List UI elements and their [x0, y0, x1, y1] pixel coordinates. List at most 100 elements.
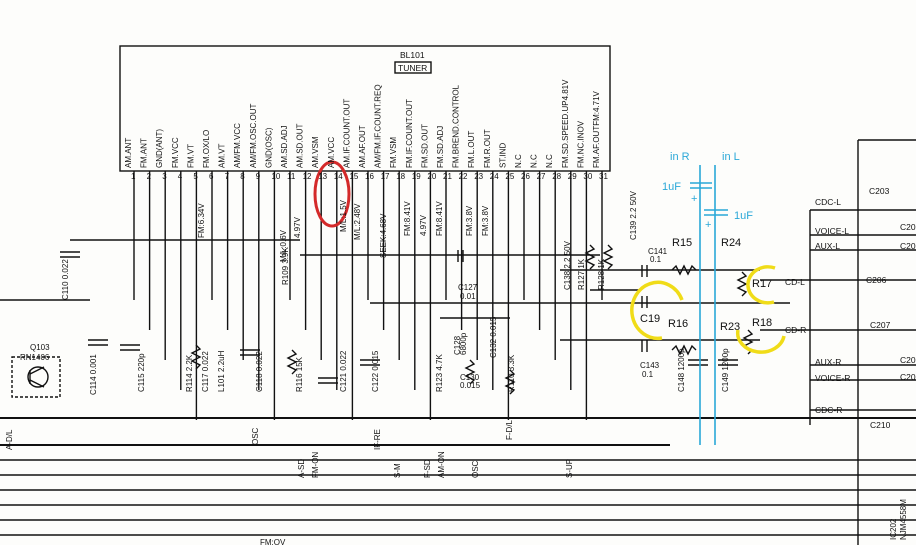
pin-19-name: FM.IF.COUNT.OUT [405, 99, 414, 168]
pin-6-name: FM.OX/LO [202, 130, 211, 168]
component-label: C110 0.022 [61, 259, 70, 300]
component-label: R114 2.2K [185, 354, 194, 392]
r23-label: R23 [720, 321, 740, 333]
voltage-label: FM:3.8V [465, 205, 474, 236]
component-label: C114 0.001 [89, 354, 98, 395]
connector-label: C20 [900, 355, 916, 365]
pin-21-number: 21 [443, 172, 452, 181]
voltage-label: SEEK:4.68V [379, 213, 388, 258]
component-label: R110 3.3K [507, 354, 516, 392]
ic-name: TUNER [398, 63, 427, 73]
pin-26-name: N.C [514, 154, 523, 168]
pin-22-number: 22 [459, 172, 468, 181]
pin-17-name: AM/FM.IF.COUNT.REQ [374, 84, 383, 168]
signal-label: OSC [251, 427, 260, 445]
connector-label: CD-L [785, 277, 805, 287]
r16-label: R16 [668, 318, 688, 330]
pin-2-number: 2 [147, 172, 152, 181]
connector-label: C20 [900, 372, 916, 382]
component-label: C122 0.015 [371, 350, 380, 392]
connector-label: CDC-R [815, 405, 842, 415]
component-label: 0.1 [650, 255, 662, 264]
pin-1-name: AM.ANT [124, 138, 133, 168]
pin-2-name: FM.ANT [140, 138, 149, 168]
signal-label: A-D/L [5, 429, 14, 450]
pin-4-name: FM.VCC [171, 137, 180, 168]
pin-labels: AM.ANT1FM.ANT2GND(ANT)3FM.VCC4FM.VT5FM.O… [124, 79, 608, 262]
component-label: IC202 [889, 518, 898, 540]
pin-15-number: 15 [349, 172, 358, 181]
connector-label: C20 [900, 222, 916, 232]
pin-16-number: 16 [365, 172, 374, 181]
pin-8-number: 8 [240, 172, 245, 181]
component-label: R123 4.7K [435, 354, 444, 392]
pin-1-number: 1 [131, 172, 136, 181]
component-label: C127 [458, 283, 478, 292]
pin-13-name: AM.VSM [311, 136, 320, 168]
pin-17-number: 17 [381, 172, 390, 181]
pin-29-name: FM.SD.SPEED.UP4.81V [561, 79, 570, 168]
voltage-label: M/L:0.6V [279, 229, 288, 262]
r24-label: R24 [721, 237, 741, 249]
connector-label: VOICE-L [815, 226, 849, 236]
r17-label: R17 [752, 278, 772, 290]
plus-r: + [691, 193, 697, 205]
pin-26-number: 26 [521, 172, 530, 181]
signal-label: OSC [471, 460, 480, 478]
pin-3-number: 3 [162, 172, 167, 181]
r15-label: R15 [672, 237, 692, 249]
pin-11-number: 11 [287, 172, 296, 181]
pin-27-name: N.C [530, 154, 539, 168]
voltage-label: M/L:1.5V [339, 199, 348, 232]
pin-18-number: 18 [396, 172, 405, 181]
pin-19-number: 19 [412, 172, 421, 181]
connector-label: C206 [866, 275, 887, 285]
pin-12-number: 12 [303, 172, 312, 181]
pin-9-name: AM/FM.OSC.OUT [249, 103, 258, 168]
ic-name-box [394, 61, 432, 74]
signal-label: FM:OV [260, 538, 286, 545]
ic-bl101-box [119, 45, 611, 172]
pin-16-name: AM.AF.OUT [358, 125, 367, 168]
voltage-label: 4.97V [419, 214, 428, 236]
voltage-label: M/L:2.48V [353, 203, 362, 240]
in-r-label: in R [670, 151, 690, 163]
signal-label: F-SD [423, 459, 432, 478]
cap-1uf-r-label: 1uF [662, 181, 681, 193]
voltage-label: FM:3.8V [481, 205, 490, 236]
yellow-highlight-c19 [630, 280, 684, 341]
component-label: C138 2.2 50V [563, 240, 572, 290]
red-highlight [313, 160, 351, 228]
cap-1uf-l-label: 1uF [734, 210, 753, 222]
connector-label: CD-R [785, 325, 806, 335]
component-label: C118 0.022 [255, 351, 264, 392]
connector-label: AUX-L [815, 241, 840, 251]
q103-symbol [27, 366, 49, 388]
component-label: R127 1K [577, 258, 586, 290]
plus-l: + [705, 219, 711, 231]
pin-7-name: AM.VT [218, 143, 227, 168]
signal-label: AM-ON [437, 451, 446, 478]
pin-20-number: 20 [427, 172, 436, 181]
pin-10-name: GND(OSC) [264, 127, 273, 168]
component-label: L101 2.2uH [217, 350, 226, 392]
pin-5-number: 5 [193, 172, 198, 181]
pin-14-number: 14 [334, 172, 343, 181]
component-label: C139 2.2 50V [629, 190, 638, 240]
pin-31-name: FM.AF.OUTFM:4.71V [592, 90, 601, 168]
component-label: Q103 [30, 343, 50, 352]
pin-29-number: 29 [568, 172, 577, 181]
pin-11-name: AM.SD.ADJ [280, 125, 289, 168]
signal-label: F-D/L [505, 419, 514, 440]
signal-label: S-M [393, 463, 402, 478]
component-label: C115 220p [137, 353, 146, 392]
voltage-label: FM:8.41V [435, 201, 444, 236]
pin-30-name: FM.NC.INOV [576, 120, 585, 168]
component-label: 0.01 [460, 292, 476, 301]
signal-label: A-SD [297, 459, 306, 478]
pin-28-name: N.C [545, 154, 554, 168]
pin-28-number: 28 [552, 172, 561, 181]
component-label: C121 0.022 [339, 350, 348, 392]
pin-24-name: FM.R.OUT [483, 129, 492, 168]
